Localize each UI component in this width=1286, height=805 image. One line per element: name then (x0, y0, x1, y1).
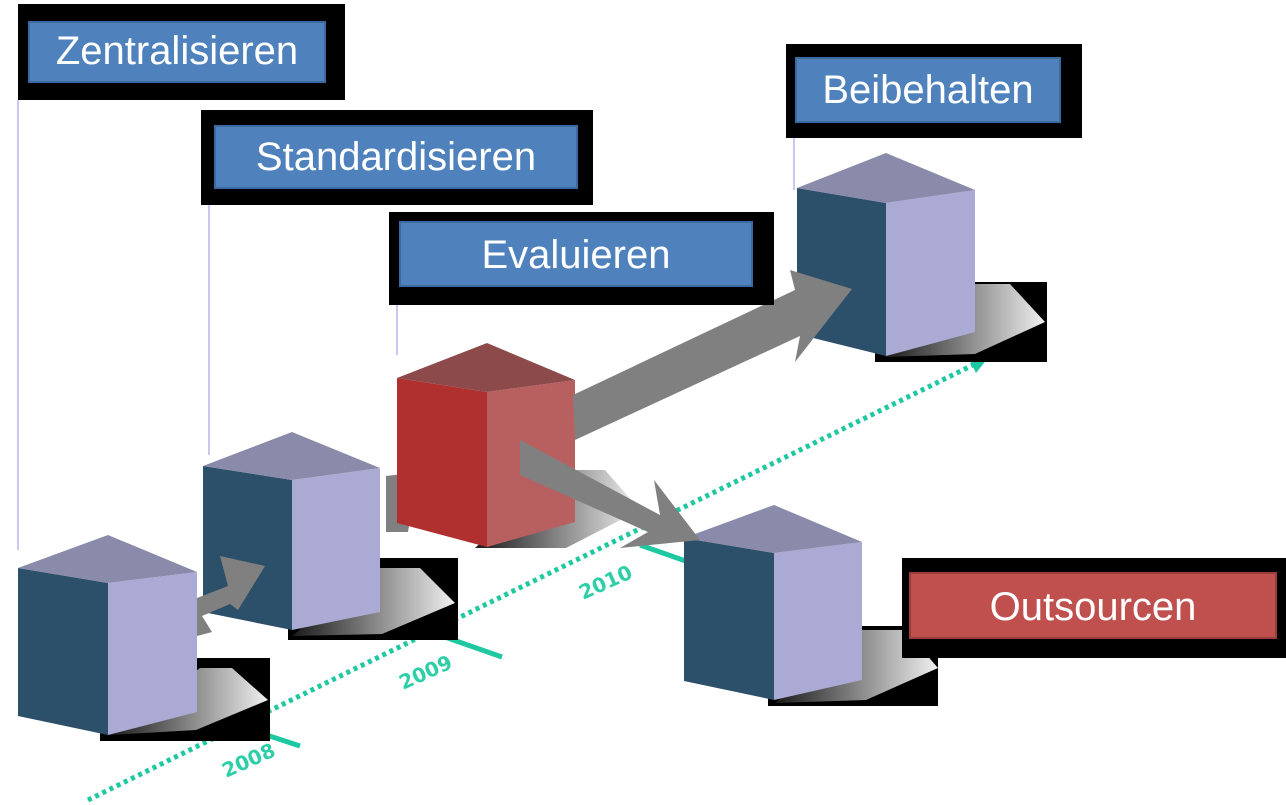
label-box (214, 125, 578, 189)
cube-right-face (292, 468, 380, 630)
label-evaluieren: Evaluieren (389, 212, 774, 305)
label-text: Outsourcen (990, 585, 1197, 629)
year-label-2009: 2009 (395, 650, 456, 695)
cube-outsourcen (684, 505, 938, 706)
label-box (28, 21, 326, 83)
cube-front-face (684, 538, 774, 700)
label-text: Zentralisieren (56, 29, 298, 73)
label-standardisieren: Standardisieren (201, 110, 593, 205)
label-text: Evaluieren (481, 233, 670, 277)
cube-evaluieren (397, 343, 640, 548)
label-text: Standardisieren (256, 135, 536, 179)
label-zentralisieren: Zentralisieren (18, 4, 345, 100)
label-box (795, 57, 1061, 123)
cube-right-face (774, 542, 862, 700)
cube-beibehalten (797, 153, 1047, 362)
label-box (399, 221, 753, 287)
arrow-step-1-2 (197, 556, 265, 636)
cube-top-face (797, 153, 975, 203)
cube-standardisieren (203, 432, 458, 640)
cube-right-face (108, 572, 197, 735)
cube-right-face (886, 190, 975, 356)
cube-front-face (397, 378, 487, 547)
cube-top-face (397, 343, 575, 392)
cube-top-face (684, 505, 862, 553)
cube-top-face (18, 535, 197, 583)
year-label-2008: 2008 (218, 738, 279, 783)
arrow-to-outsourcen (520, 440, 700, 548)
label-box (909, 572, 1277, 639)
cube-front-face (18, 568, 108, 735)
label-text: Beibehalten (822, 68, 1033, 112)
label-beibehalten: Beibehalten (786, 44, 1082, 138)
label-outsourcen: Outsourcen (902, 558, 1286, 658)
year-label-2010: 2010 (575, 560, 636, 605)
arrow-to-beibehalten (573, 270, 852, 440)
cube-zentralisieren (18, 535, 270, 741)
cube-top-face (203, 432, 380, 480)
